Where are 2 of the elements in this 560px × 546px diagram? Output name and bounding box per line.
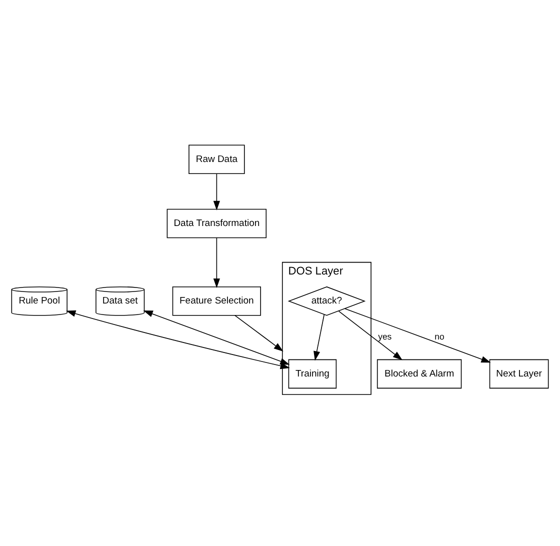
edge-label: no [434,332,444,342]
edge-label: yes [378,332,392,342]
